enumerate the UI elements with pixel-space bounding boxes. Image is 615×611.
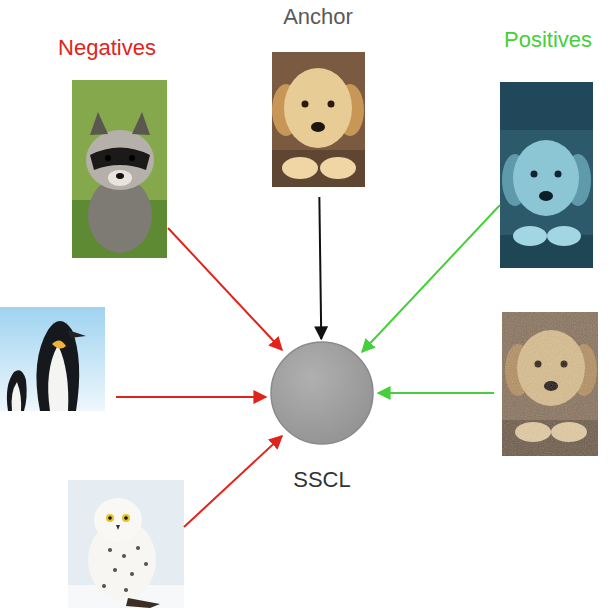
group-label-negatives: Negatives — [58, 35, 156, 61]
encoder-circle: SSCL — [266, 341, 378, 493]
group-label-positives: Positives — [504, 27, 592, 53]
anchor-arrow — [319, 197, 321, 339]
negative-photo-raccoon — [72, 80, 167, 258]
positive-photo-jitter — [500, 82, 593, 268]
anchor-photo — [272, 52, 365, 187]
circle-shape — [270, 341, 374, 445]
negative-photo-owl — [68, 480, 184, 608]
node-heading: Anchor — [246, 4, 390, 30]
image-node: Anchor — [246, 4, 390, 188]
positive-arrows — [362, 205, 500, 393]
negative-arrows — [116, 228, 282, 527]
node-label: SSCL — [266, 467, 378, 493]
negative-photo-penguin — [0, 307, 105, 411]
positive-photo-noise — [502, 312, 598, 456]
